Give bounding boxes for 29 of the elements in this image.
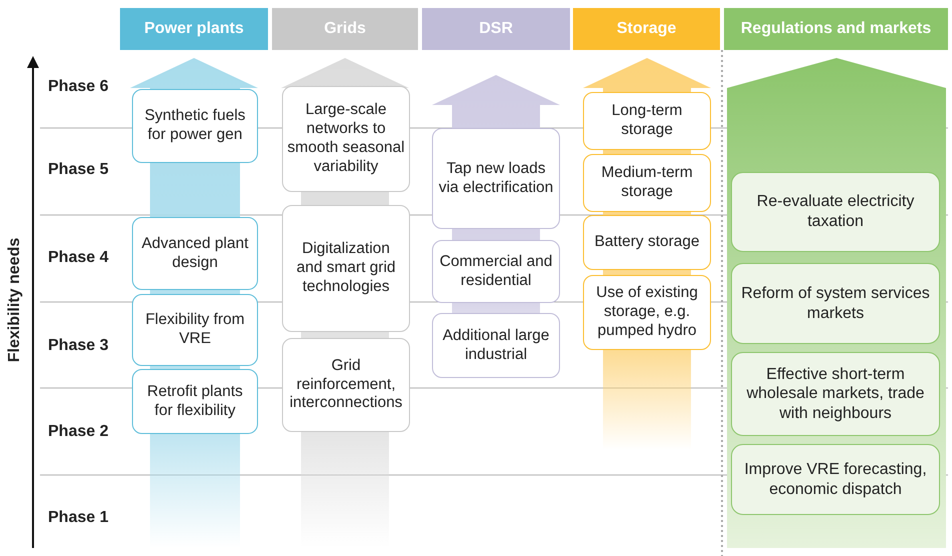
measure-box: Flexibility from VRE <box>132 294 258 366</box>
measure-box: Effective short-term wholesale markets, trade with neighbours <box>731 352 940 436</box>
measure-box: Battery storage <box>583 215 711 270</box>
measure-box: Digitalization and smart grid technologies <box>282 205 410 332</box>
measure-box: Retrofit plants for flexibility <box>132 369 258 434</box>
column-header: Regulations and markets <box>724 8 948 50</box>
measure-box: Reform of system services markets <box>731 263 940 344</box>
phase-label: Phase 6 <box>48 78 108 96</box>
phase-label: Phase 5 <box>48 161 108 179</box>
measure-box: Synthetic fuels for power gen <box>132 89 258 163</box>
measure-box: Long-term storage <box>583 92 711 150</box>
phase-label: Phase 4 <box>48 249 108 267</box>
column-header: DSR <box>422 8 570 50</box>
measure-box: Grid reinforcement, interconnections <box>282 338 410 432</box>
measure-box: Use of existing storage, e.g. pumped hydro <box>583 275 711 350</box>
column-header: Power plants <box>120 8 268 50</box>
measure-box: Advanced plant design <box>132 217 258 290</box>
axis-title: Flexibility needs <box>6 238 24 362</box>
measure-box: Additional large industrial <box>432 313 560 378</box>
phase-label: Phase 2 <box>48 423 108 441</box>
measure-box: Improve VRE forecasting, economic dispatch <box>731 444 940 515</box>
measure-box: Large-scale networks to smooth seasonal variability <box>282 86 410 192</box>
measure-box: Tap new loads via electrification <box>432 128 560 229</box>
column-header: Storage <box>573 8 720 50</box>
measure-box: Medium-term storage <box>583 154 711 212</box>
phase-label: Phase 1 <box>48 509 108 527</box>
phase-label: Phase 3 <box>48 337 108 355</box>
measure-box: Re-evaluate electricity taxation <box>731 172 940 252</box>
measure-box: Commercial and residential <box>432 240 560 303</box>
